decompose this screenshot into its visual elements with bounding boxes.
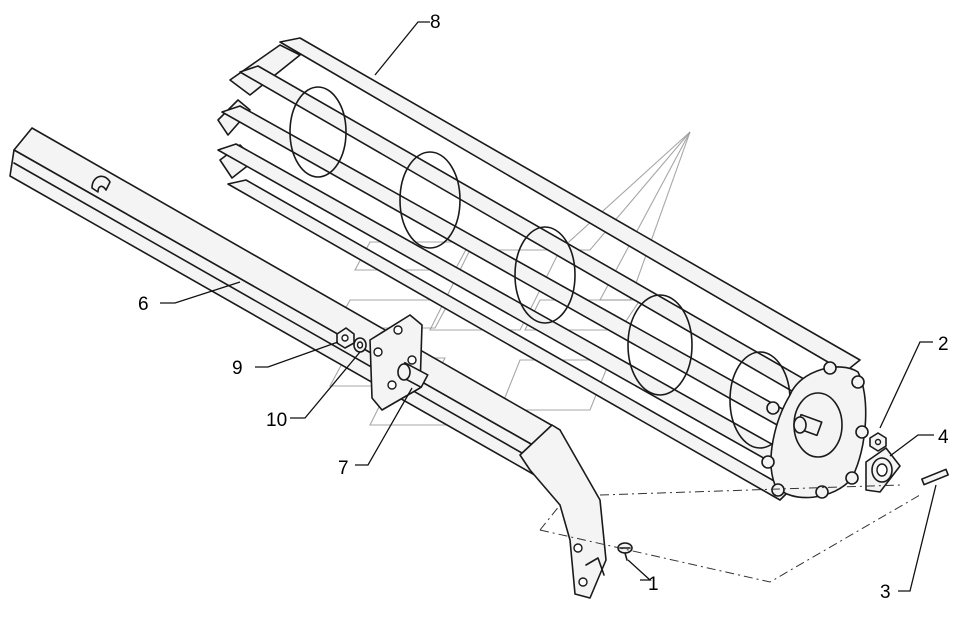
callout-9: 9 bbox=[232, 358, 243, 379]
callout-4: 4 bbox=[938, 427, 949, 448]
assembly-lines bbox=[539, 484, 921, 583]
callout-8: 7 bbox=[338, 458, 349, 479]
scraper-arm bbox=[519, 424, 607, 599]
washer bbox=[353, 337, 367, 353]
screw bbox=[617, 542, 633, 561]
bolt bbox=[397, 361, 429, 389]
callout-labels: 8 6 9 10 7 1 2 4 3 bbox=[138, 12, 949, 603]
mounting-bracket bbox=[369, 314, 423, 411]
callout-1: 1 bbox=[648, 574, 659, 595]
callout-10: 10 bbox=[266, 410, 287, 431]
cage-roller bbox=[217, 37, 869, 501]
callout-7: 8 bbox=[430, 12, 441, 33]
pin bbox=[921, 468, 949, 486]
leader-lines bbox=[160, 21, 937, 592]
bearing-nut bbox=[869, 432, 887, 452]
callout-2: 2 bbox=[938, 334, 949, 355]
flange-bearing bbox=[865, 447, 901, 493]
callout-6: 6 bbox=[138, 294, 149, 315]
callout-3: 3 bbox=[880, 582, 891, 603]
